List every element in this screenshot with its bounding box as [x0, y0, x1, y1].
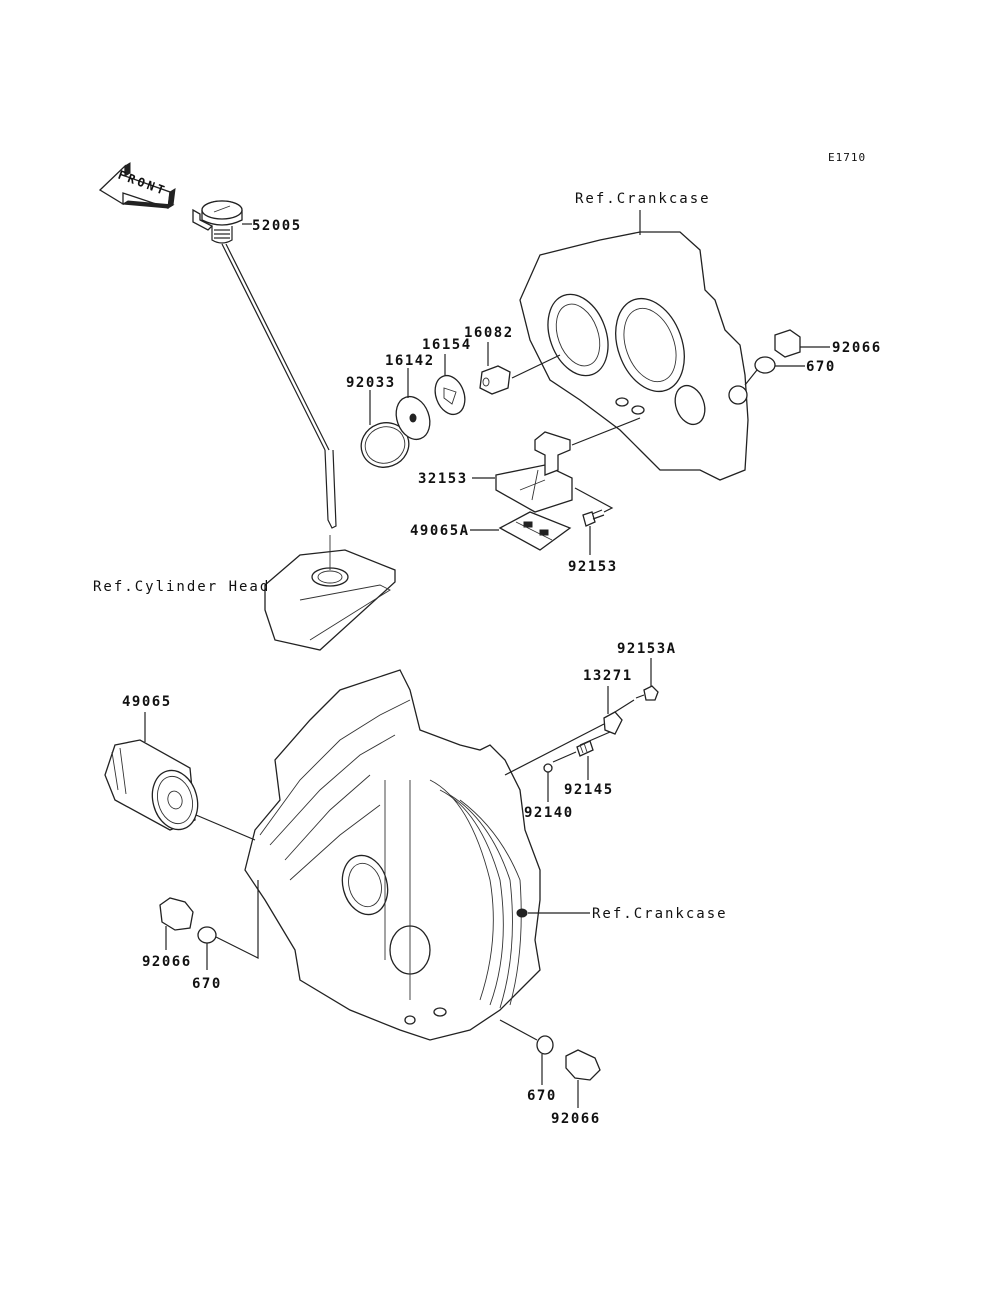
label-ref-crankcase-bottom[interactable]: Ref.Crankcase	[592, 906, 728, 922]
label-49065A[interactable]: 49065A	[410, 523, 470, 539]
rotor-16154	[434, 354, 466, 416]
shaft-16082	[479, 342, 561, 395]
label-92140[interactable]: 92140	[524, 805, 574, 821]
circlip-92033	[360, 390, 410, 468]
o-ring-670-bottom	[499, 1019, 554, 1085]
label-16154[interactable]: 16154	[422, 337, 472, 353]
valve-plate-13271	[504, 686, 635, 776]
label-92066-bottom[interactable]: 92066	[551, 1111, 601, 1127]
plug-92066-top	[774, 329, 830, 358]
diagram-code: E1710	[828, 151, 867, 164]
oil-filter-49065	[104, 712, 256, 841]
label-670-bottom[interactable]: 670	[527, 1088, 557, 1104]
oil-pipe-32153	[472, 417, 641, 513]
label-16142[interactable]: 16142	[385, 353, 435, 369]
label-92033[interactable]: 92033	[346, 375, 396, 391]
label-670-top[interactable]: 670	[806, 359, 836, 375]
o-ring-670-left	[197, 880, 259, 970]
plug-92066-bottom	[565, 1049, 601, 1108]
spring-92145	[552, 740, 594, 780]
label-92145[interactable]: 92145	[564, 782, 614, 798]
crankcase-main-ref	[244, 669, 590, 1041]
label-92066-left[interactable]: 92066	[142, 954, 192, 970]
label-92153[interactable]: 92153	[568, 559, 618, 575]
rotor-16142	[395, 368, 431, 441]
label-ref-crankcase-top[interactable]: Ref.Crankcase	[575, 191, 711, 207]
o-ring-670-top	[744, 356, 805, 386]
label-52005[interactable]: 52005	[252, 218, 302, 234]
label-49065[interactable]: 49065	[122, 694, 172, 710]
dipstick-52005	[192, 200, 337, 529]
crankcase-cover-ref	[519, 210, 749, 481]
label-16082[interactable]: 16082	[464, 325, 514, 341]
front-arrow-icon	[98, 162, 176, 209]
label-92066-top[interactable]: 92066	[832, 340, 882, 356]
label-32153[interactable]: 32153	[418, 471, 468, 487]
ball-92140	[543, 763, 553, 802]
label-ref-cylinder-head[interactable]: Ref.Cylinder Head	[93, 579, 271, 595]
label-92153A[interactable]: 92153A	[617, 641, 677, 657]
cylinder-head-ref	[264, 535, 396, 651]
label-13271[interactable]: 13271	[583, 668, 633, 684]
bolt-92153A	[635, 658, 659, 701]
oil-screen-49065A	[470, 511, 572, 551]
plug-92066-left	[159, 897, 194, 950]
label-670-left[interactable]: 670	[192, 976, 222, 992]
bolt-92153	[574, 487, 614, 555]
